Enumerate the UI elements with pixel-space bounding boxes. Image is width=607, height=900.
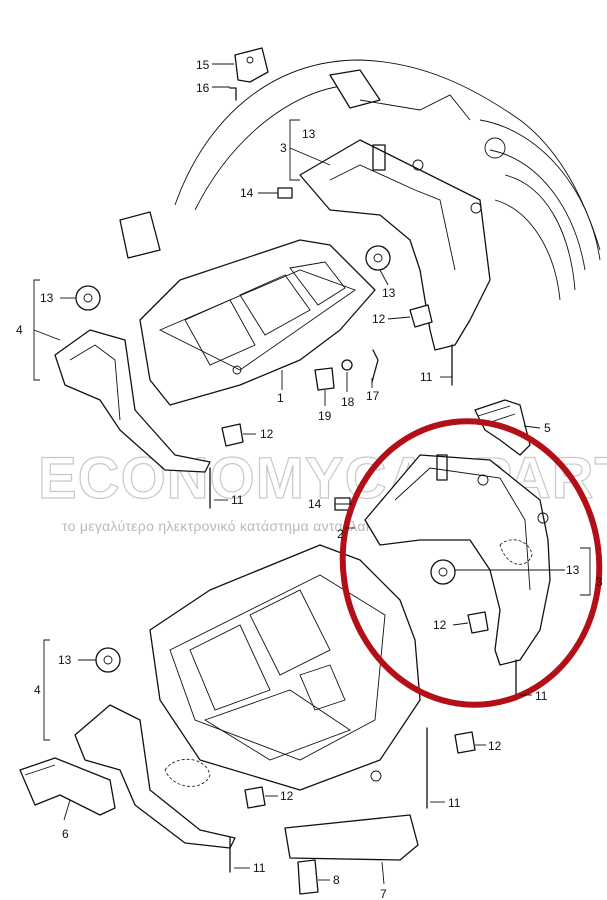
clip-12-e xyxy=(244,786,266,809)
shield-3-hole-b xyxy=(470,202,482,214)
callout-12d: 12 xyxy=(488,739,502,753)
body-edge-right xyxy=(519,119,601,251)
air-duct-6 xyxy=(19,757,116,816)
tyre-arc-4 xyxy=(494,199,561,301)
callout-11d: 11 xyxy=(448,796,461,810)
side-shield-4-upper xyxy=(54,329,211,473)
shield-3-lower-hole-b xyxy=(537,512,549,524)
callout-12c: 12 xyxy=(433,618,447,632)
clip-12-a xyxy=(409,304,433,328)
tyre-arc-2 xyxy=(489,149,586,271)
underbody-panel-2 xyxy=(149,544,421,791)
callout-3b: 3 xyxy=(596,575,603,589)
clip-14-upper xyxy=(277,187,293,199)
clip-12-d xyxy=(454,731,476,754)
callout-13d: 13 xyxy=(566,563,580,577)
leader-lines xyxy=(33,63,591,885)
panel-1-hole xyxy=(232,365,242,375)
shield-3-lower-hole-a xyxy=(477,474,489,486)
star-washer-13-a xyxy=(75,285,101,311)
clip-8 xyxy=(297,859,319,895)
body-block-top xyxy=(329,69,381,109)
star-washer-13-c xyxy=(430,559,456,585)
callout-7: 7 xyxy=(380,887,387,900)
panel-2-pocket-b xyxy=(249,589,331,676)
callout-13c: 13 xyxy=(40,291,54,305)
callout-5: 5 xyxy=(544,421,551,435)
callout-18: 18 xyxy=(341,395,355,409)
side-shield-3-lower-rib xyxy=(394,467,531,591)
callout-labels: 15 16 13 3 14 13 12 13 4 1 11 17 18 19 1… xyxy=(16,58,603,900)
callout-12e: 12 xyxy=(280,789,294,803)
callout-13a: 13 xyxy=(302,127,316,141)
callout-4b: 4 xyxy=(34,683,41,697)
clip-12-c xyxy=(467,611,489,634)
callout-8: 8 xyxy=(333,873,340,887)
air-duct-5-rib-a xyxy=(477,405,511,417)
callout-11e: 11 xyxy=(253,861,266,875)
callout-14a: 14 xyxy=(240,186,254,200)
star-washer-13-b xyxy=(365,245,391,271)
callout-15: 15 xyxy=(196,58,210,72)
washer-18 xyxy=(341,359,353,371)
callout-12a: 12 xyxy=(372,312,386,326)
callout-11a: 11 xyxy=(420,370,433,384)
panel-2-pocket-d xyxy=(299,664,346,711)
highlight-ring xyxy=(339,418,603,708)
screw-16 xyxy=(229,87,237,101)
zigzag-edge xyxy=(359,94,471,121)
callout-12b: 12 xyxy=(260,427,274,441)
panel-1-pocket-a xyxy=(184,299,256,366)
dashed-cutout-right xyxy=(499,539,533,565)
panel-2-pocket-a xyxy=(189,624,271,711)
callout-13e: 13 xyxy=(58,653,72,667)
bracket-15 xyxy=(234,47,269,83)
clip-13-lower xyxy=(436,454,448,481)
bracket-hole xyxy=(246,56,254,64)
callout-4a: 4 xyxy=(16,323,23,337)
body-block-left xyxy=(119,211,161,259)
side-shield-rib xyxy=(69,344,121,421)
air-duct-7 xyxy=(284,814,419,861)
callout-17: 17 xyxy=(366,389,380,403)
callout-1: 1 xyxy=(277,391,284,405)
callout-13b: 13 xyxy=(382,286,396,300)
panel-1-frame xyxy=(158,269,356,371)
callout-2: 2 xyxy=(337,527,344,541)
side-shield-3-upper xyxy=(299,139,491,351)
callout-6: 6 xyxy=(62,827,69,841)
body-arch-outline xyxy=(174,59,521,206)
callout-19: 19 xyxy=(318,409,332,423)
watermark-tagline: το μεγαλύτερο ηλεκτρονικό κατάστημα αντα… xyxy=(62,518,408,534)
dashed-cutout-lower xyxy=(164,758,211,787)
clip-12-b xyxy=(221,423,244,447)
shield-3-hole-a xyxy=(412,159,424,171)
panel-2-frame xyxy=(169,574,386,761)
clip-13-upper xyxy=(372,144,386,171)
side-shield-3-lower xyxy=(364,454,551,666)
side-shield-4-lower xyxy=(74,704,236,849)
tyre-arc-1 xyxy=(479,119,601,261)
side-shield-3-rib xyxy=(329,164,456,271)
nut-19 xyxy=(314,367,335,391)
screw-17 xyxy=(371,349,379,383)
callout-3a: 3 xyxy=(280,141,287,155)
upper-assembly xyxy=(54,47,601,509)
air-duct-6-rib xyxy=(24,764,56,776)
callout-11b: 11 xyxy=(231,493,244,507)
panel-2-hole xyxy=(370,770,382,782)
callout-16: 16 xyxy=(196,81,210,95)
body-inner-curve xyxy=(194,84,351,211)
hub-bolt xyxy=(484,137,506,159)
panel-2-pocket-c xyxy=(203,689,351,761)
callout-11c: 11 xyxy=(535,689,548,703)
panel-1-pocket-b xyxy=(239,274,311,336)
tyre-arc-3 xyxy=(504,174,576,291)
callout-14b: 14 xyxy=(308,497,322,511)
star-washer-13-d xyxy=(95,647,121,673)
panel-1-pocket-c xyxy=(289,261,346,306)
